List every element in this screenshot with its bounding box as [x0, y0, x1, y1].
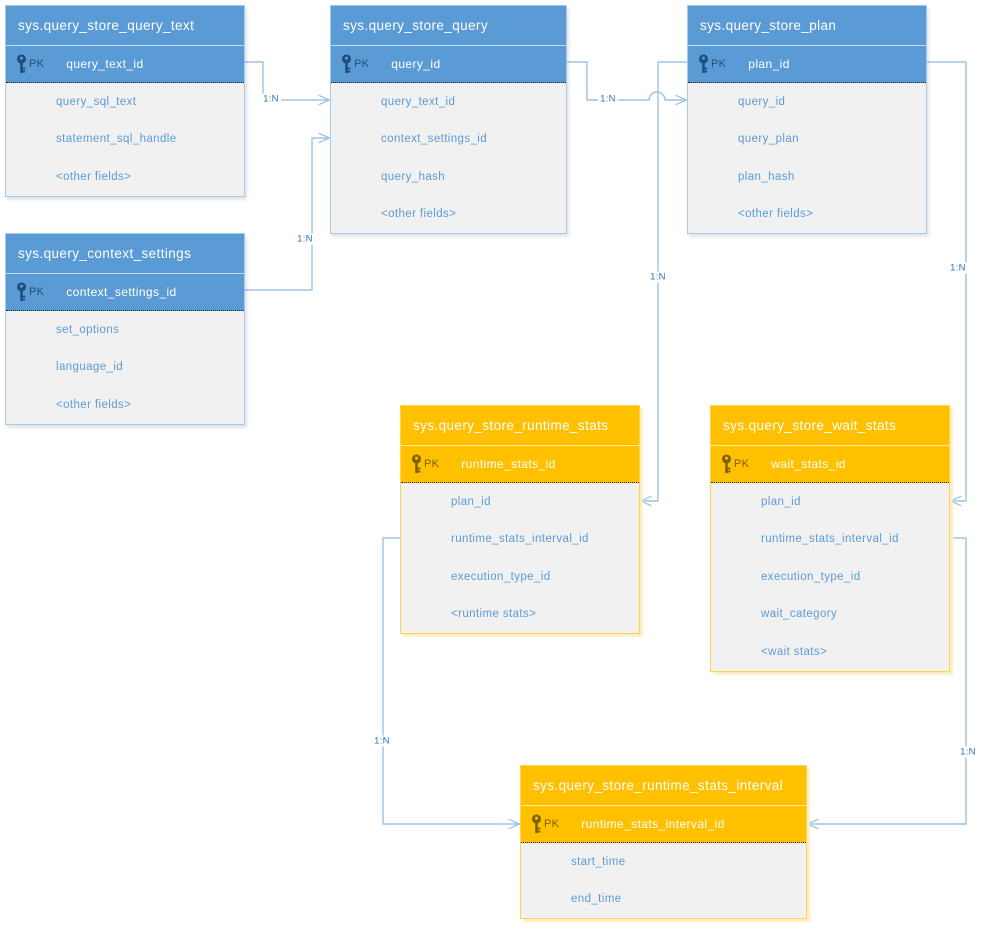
field-row: plan_hash: [738, 170, 795, 183]
pk-row: PK runtime_stats_interval_id: [521, 805, 806, 843]
pk-field-name: query_text_id: [66, 57, 144, 71]
pk-row: PK query_text_id: [6, 45, 244, 83]
field-row: statement_sql_handle: [56, 133, 177, 146]
primary-key-icon: [411, 454, 422, 474]
pk-row: PK query_id: [331, 45, 566, 83]
pk-label: PK: [544, 818, 560, 830]
table-query-store-wait-stats: sys.query_store_wait_stats PK wait_stats…: [710, 405, 950, 672]
table-body: plan_id runtime_stats_interval_id execut…: [711, 483, 949, 671]
field-row: context_settings_id: [381, 133, 488, 146]
table-query-context-settings: sys.query_context_settings PK context_se…: [5, 233, 245, 425]
relationship-label: 1:N: [372, 735, 392, 747]
field-row: runtime_stats_interval_id: [451, 533, 589, 546]
relationship-label: 1:N: [598, 93, 618, 105]
pk-row: PK plan_id: [688, 45, 926, 83]
field-row: wait_category: [761, 608, 838, 621]
field-row: language_id: [56, 361, 124, 374]
pk-row: PK wait_stats_id: [711, 445, 949, 483]
connector-interval-to-runtime-stats: [382, 537, 519, 824]
primary-key-icon: [531, 814, 542, 834]
table-query-store-plan: sys.query_store_plan PK plan_id query_id…: [687, 5, 927, 234]
primary-key-icon: [16, 54, 27, 74]
relationship-label: 1:N: [261, 93, 281, 105]
table-title: sys.query_store_runtime_stats: [401, 406, 639, 445]
field-row: execution_type_id: [761, 570, 861, 583]
field-row: runtime_stats_interval_id: [761, 533, 899, 546]
primary-key-icon: [341, 54, 352, 74]
connector-context-settings-to-query: [245, 138, 329, 291]
table-body: query_id query_plan plan_hash <other fie…: [688, 83, 926, 233]
pk-row: PK context_settings_id: [6, 273, 244, 311]
table-title: sys.query_context_settings: [6, 234, 244, 273]
connector-query-text-to-query: [245, 61, 329, 100]
relationship-label: 1:N: [295, 233, 315, 245]
relationship-label: 1:N: [648, 271, 668, 283]
pk-field-name: wait_stats_id: [771, 457, 846, 471]
table-query-store-query: sys.query_store_query PK query_id query_…: [330, 5, 567, 234]
field-row: <other fields>: [738, 208, 814, 221]
primary-key-icon: [698, 54, 709, 74]
pk-label: PK: [29, 58, 45, 70]
pk-field-name: query_id: [391, 57, 441, 71]
connector-query-to-plan: [567, 61, 686, 100]
table-title: sys.query_store_wait_stats: [711, 406, 949, 445]
pk-field-name: runtime_stats_interval_id: [581, 817, 725, 831]
table-title: sys.query_store_query: [331, 6, 566, 45]
field-row: set_options: [56, 323, 120, 336]
table-body: start_time end_time: [521, 843, 806, 918]
field-row: end_time: [571, 893, 622, 906]
field-row: query_plan: [738, 133, 799, 146]
connector-plan-to-wait-stats: [927, 61, 967, 501]
relationship-label: 1:N: [948, 262, 968, 274]
primary-key-icon: [721, 454, 732, 474]
pk-row: PK runtime_stats_id: [401, 445, 639, 483]
field-row: plan_id: [451, 495, 491, 508]
field-row: <other fields>: [381, 208, 457, 221]
table-title: sys.query_store_plan: [688, 6, 926, 45]
primary-key-icon: [16, 282, 27, 302]
field-row: <wait stats>: [761, 645, 828, 658]
table-query-store-runtime-stats: sys.query_store_runtime_stats PK runtime…: [400, 405, 640, 634]
pk-field-name: context_settings_id: [66, 285, 177, 299]
field-row: plan_id: [761, 495, 801, 508]
table-body: plan_id runtime_stats_interval_id execut…: [401, 483, 639, 633]
pk-label: PK: [424, 458, 440, 470]
table-body: set_options language_id <other fields>: [6, 311, 244, 424]
table-body: query_text_id context_settings_id query_…: [331, 83, 566, 233]
table-query-store-runtime-stats-interval: sys.query_store_runtime_stats_interval P…: [520, 765, 807, 919]
table-body: query_sql_text statement_sql_handle <oth…: [6, 83, 244, 196]
table-title: sys.query_store_query_text: [6, 6, 244, 45]
field-row: query_text_id: [381, 95, 456, 108]
pk-label: PK: [29, 286, 45, 298]
table-query-store-query-text: sys.query_store_query_text PK query_text…: [5, 5, 245, 197]
field-row: <runtime stats>: [451, 608, 537, 621]
connector-interval-to-wait-stats: [808, 537, 967, 824]
pk-field-name: runtime_stats_id: [461, 457, 556, 471]
pk-label: PK: [711, 58, 727, 70]
pk-field-name: plan_id: [748, 57, 790, 71]
field-row: execution_type_id: [451, 570, 551, 583]
relationship-label: 1:N: [958, 746, 978, 758]
field-row: query_hash: [381, 170, 446, 183]
field-row: <other fields>: [56, 398, 132, 411]
field-row: query_sql_text: [56, 95, 137, 108]
table-title: sys.query_store_runtime_stats_interval: [521, 766, 806, 805]
field-row: <other fields>: [56, 170, 132, 183]
pk-label: PK: [354, 58, 370, 70]
field-row: start_time: [571, 855, 626, 868]
field-row: query_id: [738, 95, 786, 108]
pk-label: PK: [734, 458, 750, 470]
